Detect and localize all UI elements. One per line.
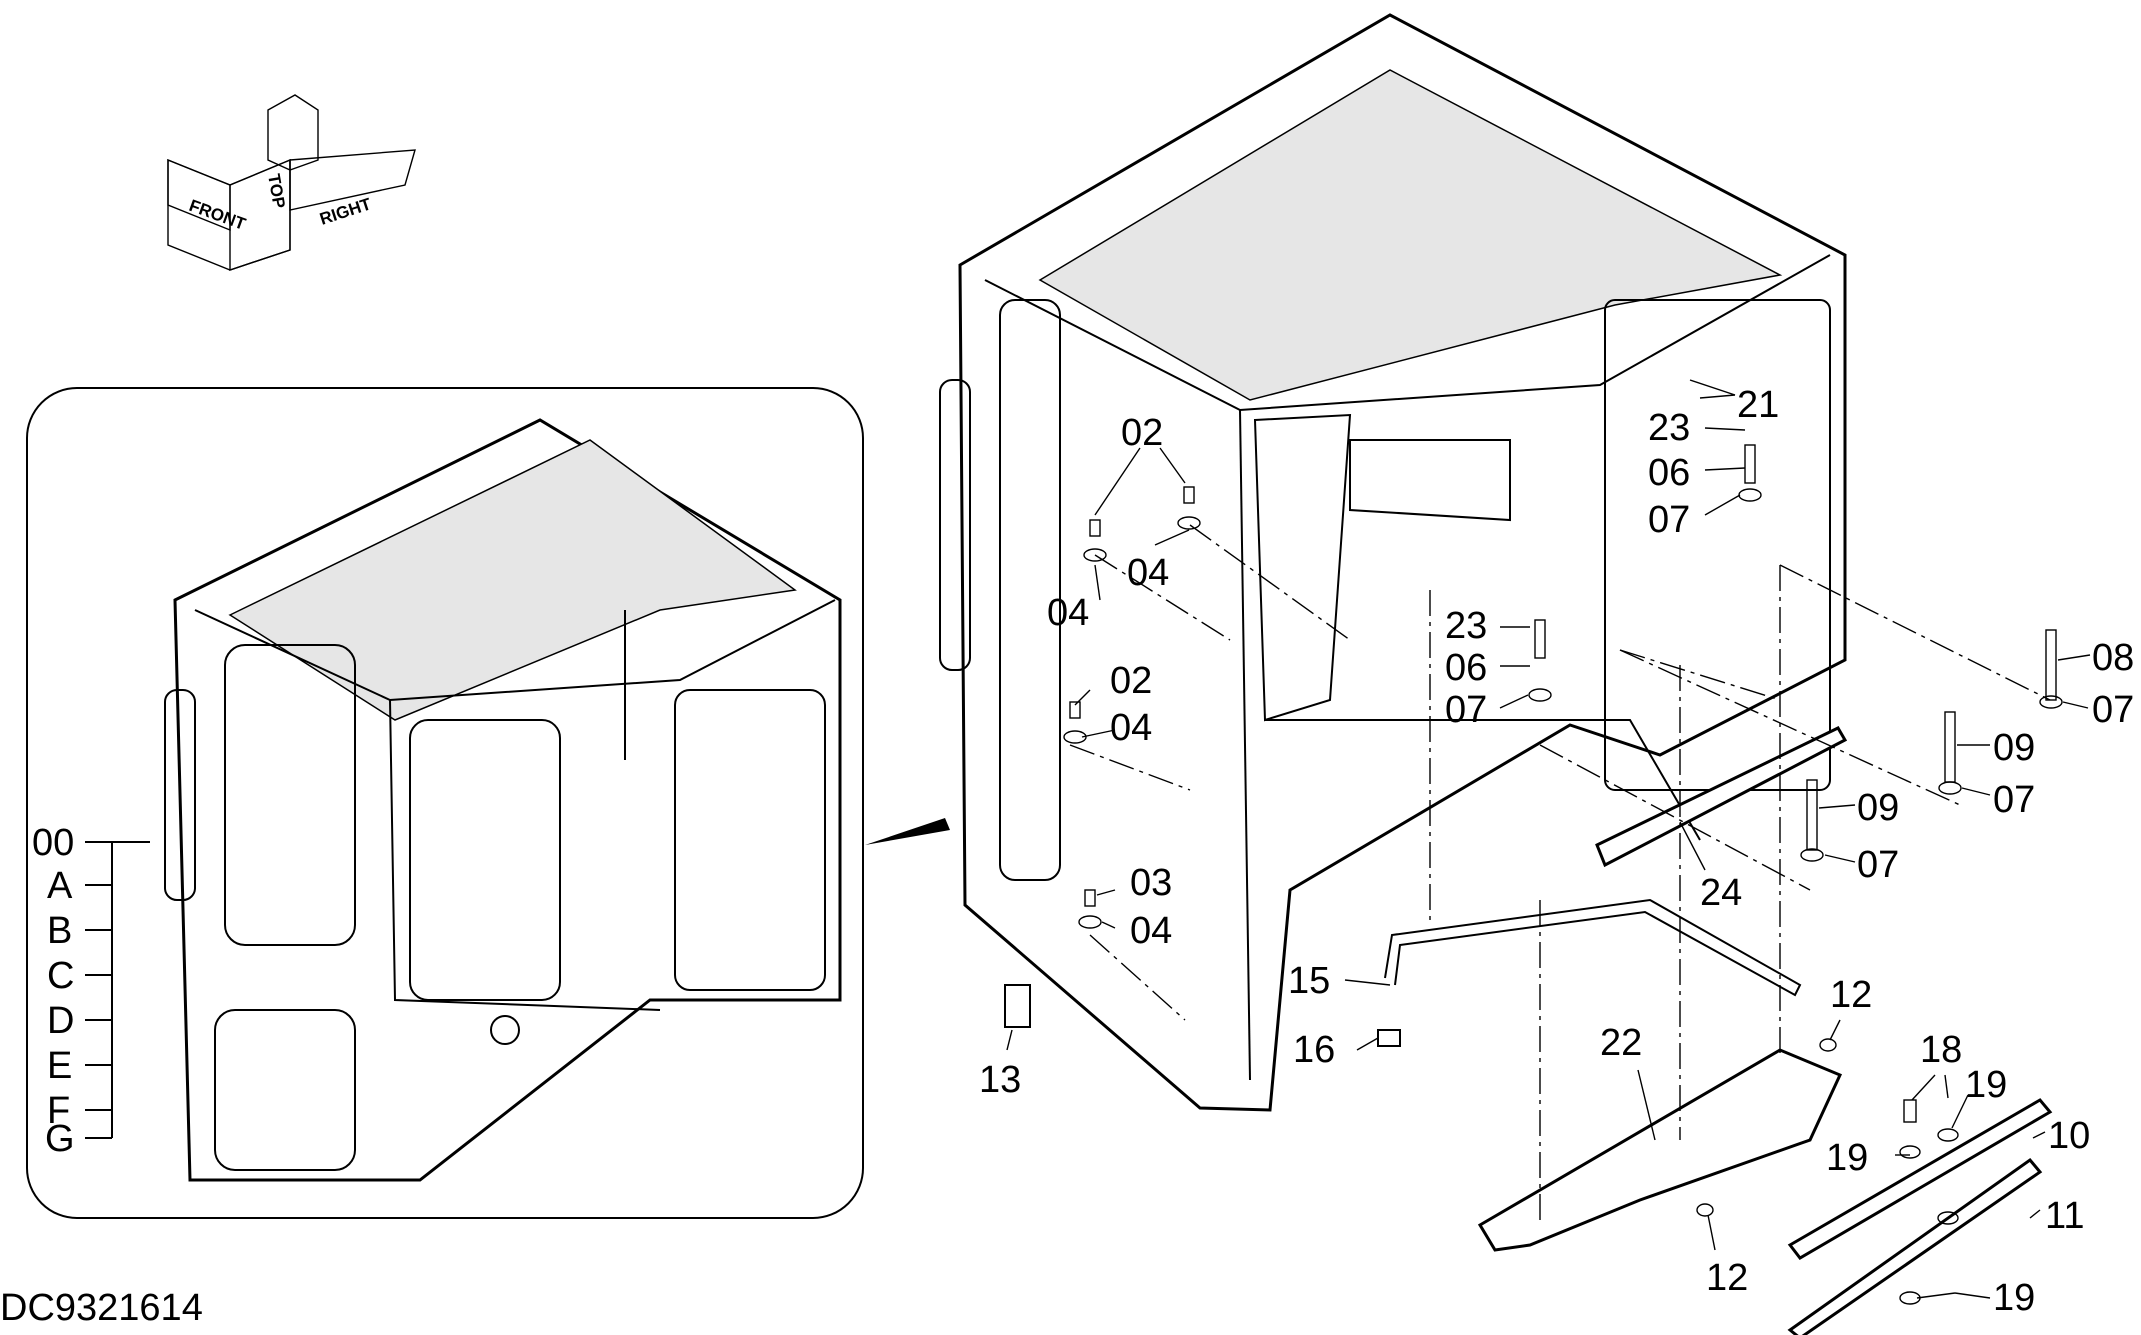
part-13-block	[1004, 984, 1031, 1028]
detail-label-d: D	[47, 1000, 74, 1042]
pointer-arrow	[865, 818, 950, 845]
fasteners	[1063, 444, 2063, 1305]
callout-06: 06	[1445, 647, 1487, 689]
callout-13: 13	[979, 1059, 1021, 1101]
callout-12: 12	[1830, 974, 1872, 1016]
callout-07: 07	[2092, 689, 2134, 731]
callout-21: 21	[1737, 384, 1779, 426]
detail-label-e: E	[47, 1045, 72, 1087]
part-11-plate	[1787, 1157, 2043, 1335]
main-cab	[939, 13, 1847, 1112]
callout-07: 07	[1857, 844, 1899, 886]
callout-18: 18	[1920, 1029, 1962, 1071]
callout-03: 03	[1130, 862, 1172, 904]
right-label: RIGHT	[317, 194, 374, 229]
callout-23: 23	[1445, 605, 1487, 647]
callout-22: 22	[1600, 1022, 1642, 1064]
callout-15: 15	[1288, 960, 1330, 1002]
callout-16: 16	[1293, 1029, 1335, 1071]
detail-inset: 00 A B C D E F G	[26, 387, 864, 1219]
callout-07: 07	[1648, 499, 1690, 541]
part-24-strip	[1595, 726, 1848, 868]
callout-10: 10	[2048, 1115, 2090, 1157]
callout-07: 07	[1993, 779, 2035, 821]
callout-19: 19	[1826, 1137, 1868, 1179]
callout-09: 09	[1857, 787, 1899, 829]
part-22-cover	[1477, 1048, 1843, 1252]
callout-04: 04	[1127, 552, 1169, 594]
callout-04: 04	[1110, 707, 1152, 749]
detail-label-g: G	[45, 1118, 75, 1160]
top-label: TOP	[264, 172, 289, 209]
callout-12: 12	[1706, 1257, 1748, 1299]
callout-06: 06	[1648, 452, 1690, 494]
callout-08: 08	[2092, 637, 2134, 679]
detail-label-f: F	[47, 1090, 70, 1132]
leader-lines	[1006, 379, 2091, 1299]
callout-11: 11	[2045, 1195, 2084, 1237]
detail-label-b: B	[47, 910, 72, 952]
drawing-id: DC9321614	[0, 1287, 203, 1329]
orientation-icon: FRONT TOP RIGHT	[167, 94, 416, 271]
detail-label-c: C	[47, 955, 74, 997]
callout-07: 07	[1445, 689, 1487, 731]
callout-24: 24	[1700, 872, 1742, 914]
callout-02: 02	[1110, 660, 1152, 702]
part-10-plate	[1787, 1098, 2053, 1260]
callout-19: 19	[1965, 1064, 2007, 1106]
part-15-hose	[1384, 898, 1802, 997]
callout-04: 04	[1047, 592, 1089, 634]
front-label: FRONT	[187, 196, 249, 234]
callout-numbers: 02 04 04 02 04 03 04 13 15 16 21 23 06 0…	[979, 384, 2134, 1319]
assembly-lines	[1069, 524, 2051, 1225]
part-16-clip	[1377, 1029, 1401, 1047]
detail-label-00: 00	[32, 822, 74, 864]
callout-09: 09	[1993, 727, 2035, 769]
callout-19: 19	[1993, 1277, 2035, 1319]
callout-23: 23	[1648, 407, 1690, 449]
callout-02: 02	[1121, 412, 1163, 454]
detail-label-a: A	[47, 865, 73, 907]
callout-04: 04	[1130, 910, 1172, 952]
